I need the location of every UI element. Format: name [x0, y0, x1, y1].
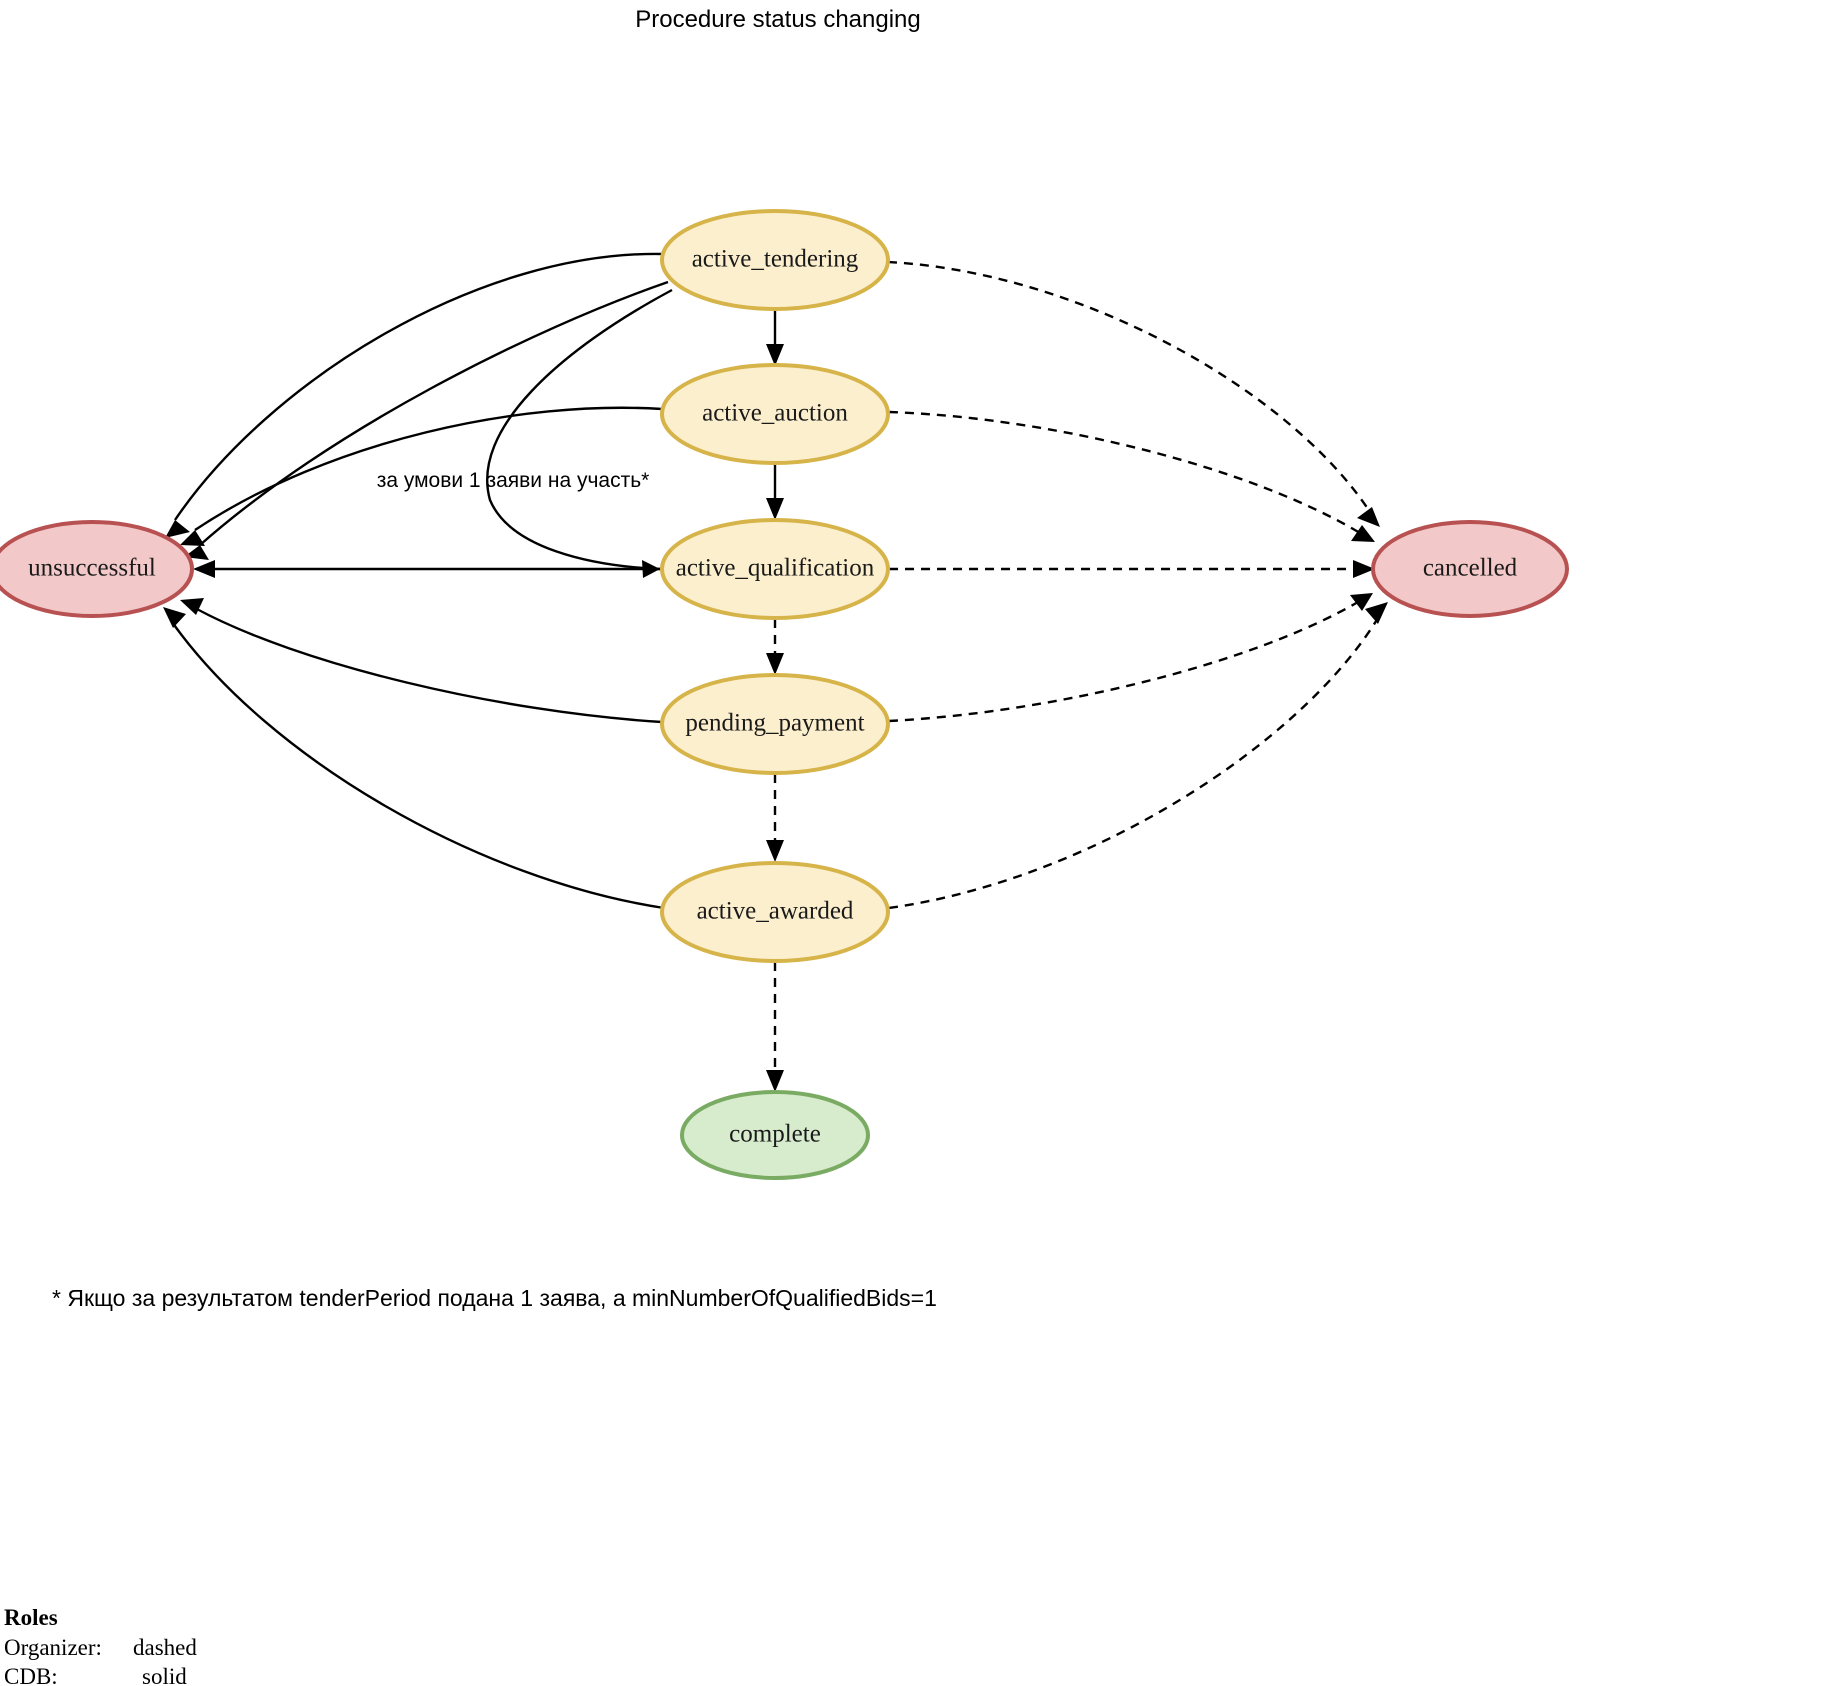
- arrowhead-icon: [163, 607, 186, 628]
- arrowhead-icon: [1357, 507, 1380, 527]
- edge-active-qualification-to-cancelled[interactable]: [889, 560, 1375, 578]
- arrowhead-icon: [1365, 602, 1388, 624]
- roles-legend: Roles Organizer: dashed CDB: solid: [4, 1605, 197, 1686]
- edge-active-awarded-to-unsuccessful[interactable]: [163, 607, 665, 910]
- node-label-active-qualification: active_qualification: [676, 555, 875, 582]
- node-label-active-auction: active_auction: [702, 400, 848, 427]
- edge-active-auction-to-active-qualification[interactable]: [766, 464, 784, 520]
- arrowhead-icon: [165, 520, 190, 538]
- node-label-cancelled: cancelled: [1423, 555, 1518, 582]
- node-cancelled[interactable]: cancelled: [1371, 520, 1569, 618]
- arrowhead-icon: [766, 840, 784, 862]
- arrowhead-icon: [193, 560, 215, 578]
- node-pending-payment[interactable]: pending_payment: [660, 673, 890, 775]
- legend-row-cdb-name: CDB:: [4, 1664, 58, 1686]
- legend-row-cdb-value: solid: [142, 1664, 187, 1686]
- edge-active-tendering-to-active-qualification[interactable]: [486, 288, 673, 578]
- arrowhead-icon: [1351, 525, 1375, 542]
- node-unsuccessful[interactable]: unsuccessful: [0, 520, 194, 618]
- node-label-active-awarded: active_awarded: [697, 898, 854, 925]
- edge-pending-payment-to-active-awarded[interactable]: [766, 774, 784, 862]
- arrowhead-icon: [766, 344, 784, 366]
- arrowhead-icon: [1350, 593, 1373, 611]
- footnote: * Якщо за результатом tenderPeriod подан…: [52, 1285, 937, 1311]
- legend-title: Roles: [4, 1605, 58, 1630]
- edge-active-awarded-to-complete[interactable]: [766, 962, 784, 1092]
- node-label-pending-payment: pending_payment: [685, 710, 864, 737]
- node-label-active-tendering: active_tendering: [692, 246, 859, 273]
- nodes-layer: active_tendering active_auction active_q…: [0, 209, 1569, 1180]
- node-label-unsuccessful: unsuccessful: [28, 555, 156, 582]
- edge-active-tendering-to-cancelled[interactable]: [887, 260, 1380, 527]
- edge-active-tendering-to-unsuccessful-alt[interactable]: [184, 280, 669, 560]
- edge-pending-payment-to-cancelled[interactable]: [888, 593, 1373, 723]
- edges-layer: [163, 252, 1388, 1092]
- edge-active-qualification-to-unsuccessful[interactable]: [193, 560, 661, 578]
- arrowhead-icon: [766, 653, 784, 675]
- edge-label-tendering-to-qualification: за умови 1 заяви на участь*: [377, 469, 650, 492]
- edge-active-tendering-to-active-auction[interactable]: [766, 310, 784, 366]
- edge-active-qualification-to-pending-payment[interactable]: [766, 619, 784, 675]
- node-active-qualification[interactable]: active_qualification: [660, 518, 890, 620]
- arrowhead-icon: [766, 1070, 784, 1092]
- page-title: Procedure status changing: [635, 6, 921, 33]
- arrowhead-icon: [766, 498, 784, 520]
- legend-row-organizer-name: Organizer:: [4, 1635, 102, 1660]
- arrowhead-icon: [180, 598, 204, 615]
- node-active-auction[interactable]: active_auction: [660, 363, 890, 465]
- arrowhead-icon: [1353, 560, 1375, 578]
- node-active-tendering[interactable]: active_tendering: [660, 209, 890, 311]
- edge-active-tendering-to-unsuccessful[interactable]: [165, 252, 664, 538]
- arrowhead-icon: [180, 530, 205, 546]
- edge-active-auction-to-cancelled[interactable]: [888, 410, 1375, 542]
- legend-row-organizer-value: dashed: [133, 1635, 197, 1660]
- node-label-complete: complete: [729, 1121, 821, 1148]
- node-active-awarded[interactable]: active_awarded: [660, 861, 890, 963]
- edge-pending-payment-to-unsuccessful[interactable]: [180, 598, 663, 724]
- edge-active-awarded-to-cancelled[interactable]: [888, 602, 1388, 910]
- node-complete[interactable]: complete: [680, 1090, 870, 1180]
- edge-active-auction-to-unsuccessful[interactable]: [180, 406, 663, 546]
